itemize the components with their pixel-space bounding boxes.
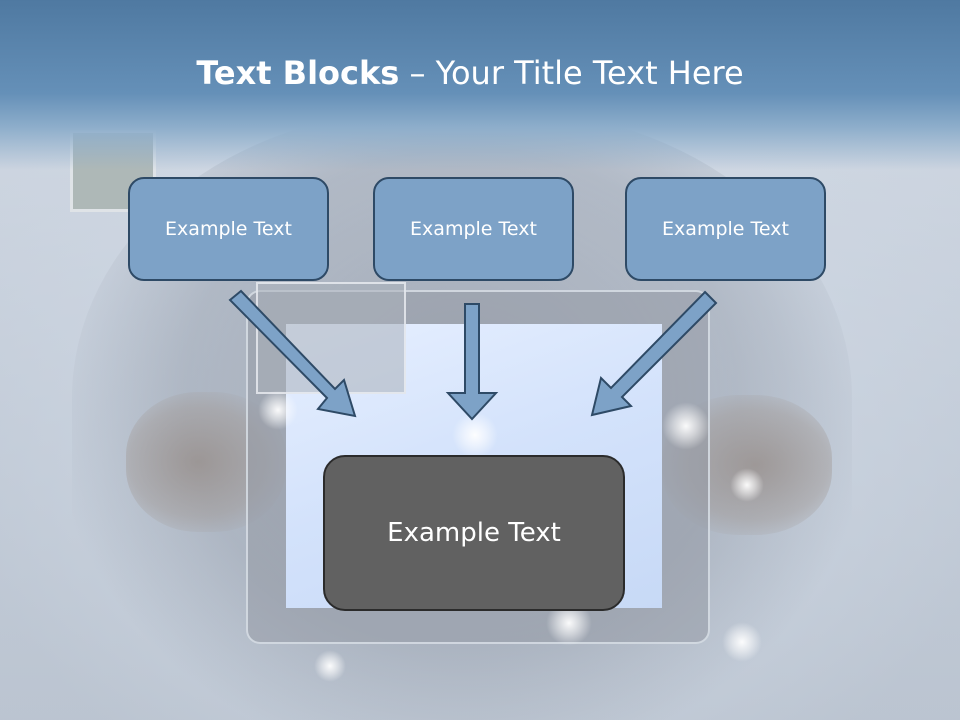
text-block-2-label: Example Text [410, 218, 537, 240]
arrow-left-to-center [228, 289, 357, 418]
center-text-block[interactable]: Example Text [323, 455, 625, 611]
network-node-glow [314, 650, 346, 682]
title-separator: – [399, 54, 436, 92]
text-block-1[interactable]: Example Text [128, 177, 329, 281]
text-block-3[interactable]: Example Text [625, 177, 826, 281]
center-text-block-label: Example Text [387, 518, 561, 548]
network-node-glow [258, 390, 298, 430]
slide-title: Text Blocks – Your Title Text Here [0, 54, 940, 92]
text-block-1-label: Example Text [165, 218, 292, 240]
title-bold-part: Text Blocks [196, 54, 400, 92]
network-node-glow [662, 402, 710, 450]
network-node-glow [452, 412, 498, 458]
arrow-middle-to-center [445, 303, 499, 421]
title-banner [0, 0, 960, 170]
title-rest: Your Title Text Here [435, 54, 744, 92]
text-block-2[interactable]: Example Text [373, 177, 574, 281]
text-block-3-label: Example Text [662, 218, 789, 240]
network-node-glow [730, 468, 764, 502]
arrow-right-to-center [590, 290, 718, 417]
network-node-glow [722, 622, 762, 662]
